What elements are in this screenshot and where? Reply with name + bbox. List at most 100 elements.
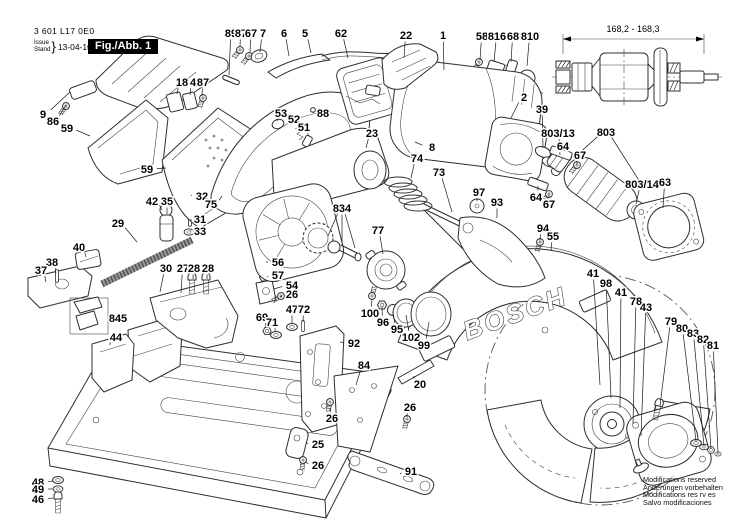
callout-102: 102 xyxy=(402,332,420,344)
callout-5: 5 xyxy=(302,28,308,40)
callout-67: 67 xyxy=(543,199,555,211)
callout-93: 93 xyxy=(491,197,503,209)
handle-assembly xyxy=(56,35,427,229)
leader-line xyxy=(526,42,530,67)
callout-48: 48 xyxy=(32,477,44,489)
callout-87: 87 xyxy=(197,77,209,89)
material-clamp-group xyxy=(27,236,194,393)
leader-line xyxy=(344,214,356,249)
callout-87: 87 xyxy=(235,28,247,40)
leader-line xyxy=(441,178,453,213)
leader-line xyxy=(371,298,373,307)
leader-line xyxy=(84,252,87,258)
blade-clamp-plate xyxy=(626,397,722,486)
part-number: 3 601 L17 0E0 xyxy=(34,26,95,36)
callout-69: 69 xyxy=(256,312,268,324)
return-spring-group xyxy=(383,176,546,288)
notice-line-de: Änderungen vorbehalten xyxy=(643,482,723,492)
callout-47: 47 xyxy=(286,304,298,316)
callout-83: 83 xyxy=(687,328,699,340)
callout-845: 845 xyxy=(109,313,127,325)
callout-72: 72 xyxy=(298,304,310,316)
callout-28: 28 xyxy=(202,263,214,275)
callout-96: 96 xyxy=(377,317,389,329)
callout-97: 97 xyxy=(473,187,485,199)
leader-line xyxy=(249,39,251,54)
callout-20: 20 xyxy=(414,379,426,391)
callout-78: 78 xyxy=(630,296,642,308)
leader-line xyxy=(399,472,402,475)
callout-92: 92 xyxy=(348,338,360,350)
callout-58: 58 xyxy=(476,31,488,43)
leader-line xyxy=(662,188,665,209)
leader-line xyxy=(479,42,482,61)
callout-816: 816 xyxy=(488,31,506,43)
callout-80: 80 xyxy=(676,323,688,335)
callout-59: 59 xyxy=(61,123,73,135)
callout-95: 95 xyxy=(391,324,403,336)
leader-line xyxy=(156,167,167,170)
leader-line xyxy=(713,351,719,454)
callout-52: 52 xyxy=(288,114,300,126)
leader-line xyxy=(510,42,513,63)
leader-line xyxy=(265,323,267,329)
leader-line xyxy=(611,137,641,183)
callout-8: 8 xyxy=(429,142,435,154)
callout-35: 35 xyxy=(161,196,173,208)
leader-line xyxy=(425,321,430,339)
leader-line xyxy=(403,41,406,59)
leader-line xyxy=(659,327,671,407)
leader-line xyxy=(703,345,712,450)
fence-bracket-group xyxy=(149,272,239,349)
leader-line xyxy=(379,236,384,255)
callout-64: 64 xyxy=(557,141,570,153)
callout-82: 82 xyxy=(697,334,709,346)
callout-4: 4 xyxy=(190,77,197,89)
notice-line-es: Salvo modificaciones xyxy=(643,497,712,507)
callout-834: 834 xyxy=(333,203,352,215)
callout-26: 26 xyxy=(326,413,338,425)
leader-line xyxy=(539,234,541,241)
modifications-notice: Modifications reserved Änderungen vorbeh… xyxy=(643,476,723,506)
leader-line xyxy=(593,279,601,386)
callout-33: 33 xyxy=(194,226,206,238)
callout-71: 71 xyxy=(266,317,278,329)
leader-line xyxy=(327,213,338,237)
callout-51: 51 xyxy=(298,122,310,134)
issue-label: Issue xyxy=(34,39,50,46)
leader-line xyxy=(176,87,179,95)
callout-89: 89 xyxy=(225,28,237,40)
callout-79: 79 xyxy=(665,316,677,328)
callout-62: 62 xyxy=(335,28,347,40)
leader-line xyxy=(124,227,138,243)
callout-88: 88 xyxy=(317,108,329,120)
gear-housing-group xyxy=(242,127,452,337)
leader-line xyxy=(228,39,231,76)
callout-26: 26 xyxy=(286,289,298,301)
callout-86: 86 xyxy=(47,116,59,128)
callout-67: 67 xyxy=(245,28,257,40)
callout-23: 23 xyxy=(366,128,378,140)
callout-75: 75 xyxy=(205,199,217,211)
callout-803/13: 803/13 xyxy=(541,128,575,140)
leader-line xyxy=(180,274,183,294)
leader-line xyxy=(493,42,497,63)
leader-line xyxy=(218,195,223,201)
callout-29: 29 xyxy=(112,218,124,230)
leader-line xyxy=(273,286,283,290)
leader-line xyxy=(575,135,599,157)
callout-68: 68 xyxy=(507,31,519,43)
armature-group xyxy=(527,145,705,261)
leader-line xyxy=(266,275,269,278)
callout-37: 37 xyxy=(35,265,47,277)
leader-line xyxy=(44,275,47,283)
callout-803/14: 803/14 xyxy=(625,179,660,191)
callout-49: 49 xyxy=(32,484,44,496)
leader-line xyxy=(339,341,345,343)
callout-59: 59 xyxy=(141,164,153,176)
issue-stand-row: Issue Stand } 13-04-10 xyxy=(34,39,95,54)
callout-1: 1 xyxy=(440,30,446,42)
callout-41: 41 xyxy=(587,268,599,280)
callout-44: 44 xyxy=(110,332,123,344)
